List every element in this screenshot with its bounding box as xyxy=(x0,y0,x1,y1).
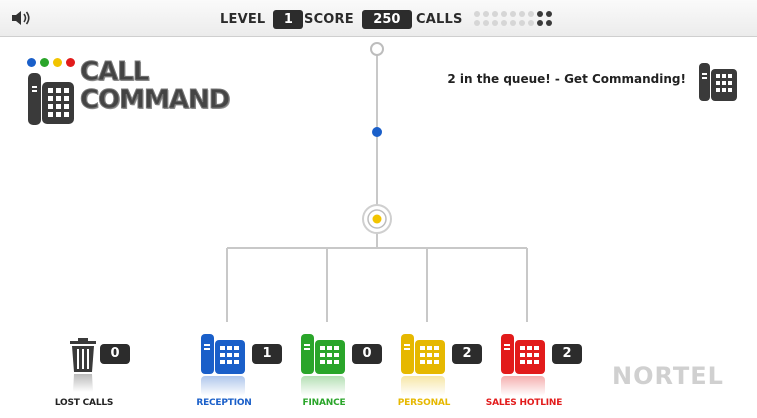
personal-label: PERSONAL xyxy=(397,398,451,408)
calls-label: CALLS xyxy=(416,11,463,27)
sales-hotline-label: SALES HOTLINE xyxy=(485,398,563,408)
logo-dot xyxy=(53,58,62,67)
logo-dot xyxy=(66,58,75,67)
finance-count: 0 xyxy=(352,344,382,364)
dept-reception[interactable] xyxy=(200,333,246,401)
call-dot xyxy=(518,20,525,26)
logo-phone-icon xyxy=(28,73,74,125)
sales-hotline-count: 2 xyxy=(552,344,582,364)
call-dot xyxy=(500,11,507,17)
call-dot xyxy=(509,11,516,17)
level-label: LEVEL xyxy=(220,11,266,27)
dept-personal[interactable] xyxy=(400,333,446,401)
call-dot xyxy=(527,11,534,17)
call-dot xyxy=(500,20,507,26)
call-dot xyxy=(518,11,525,17)
dept-sales-hotline[interactable] xyxy=(500,333,546,401)
game-logo: CALL COMMAND xyxy=(79,57,230,115)
switch-node[interactable] xyxy=(362,204,392,234)
finance-label: FINANCE xyxy=(302,398,346,408)
logo-dot xyxy=(40,58,49,67)
call-dot xyxy=(509,20,516,26)
call-entry-node xyxy=(370,42,384,56)
call-dot xyxy=(482,11,489,17)
logo-dot xyxy=(27,58,36,67)
call-dot xyxy=(482,20,489,26)
phone-icon xyxy=(401,334,445,396)
call-dot xyxy=(491,11,498,17)
trash-can-icon xyxy=(70,338,96,392)
nortel-logo: NORTEL xyxy=(612,362,724,390)
top-bar: LEVEL 1 SCORE 250 CALLS xyxy=(0,0,757,37)
score-value: 250 xyxy=(361,9,412,29)
sound-icon[interactable] xyxy=(10,9,32,27)
call-dot xyxy=(473,20,480,26)
calls-display: CALLS xyxy=(416,9,554,29)
phone-icon xyxy=(301,334,345,396)
logo-line2: COMMAND xyxy=(79,85,230,115)
reception-label: RECEPTION xyxy=(196,398,252,408)
dept-finance[interactable] xyxy=(300,333,346,401)
call-dot xyxy=(491,20,498,26)
call-dot xyxy=(527,20,534,26)
level-display: LEVEL 1 xyxy=(220,9,304,29)
reception-count: 1 xyxy=(252,344,282,364)
logo-line1: CALL xyxy=(79,57,149,87)
call-dot xyxy=(545,20,552,26)
personal-count: 2 xyxy=(452,344,482,364)
phone-icon xyxy=(501,334,545,396)
queue-phone-icon xyxy=(699,63,737,101)
score-display: SCORE 250 xyxy=(304,9,412,29)
phone-icon xyxy=(201,334,245,396)
queue-message: 2 in the queue! - Get Commanding! xyxy=(447,72,686,86)
call-dot xyxy=(536,20,543,26)
call-dot xyxy=(536,11,543,17)
lost-calls-label: LOST CALLS xyxy=(54,398,114,408)
lost-calls-count: 0 xyxy=(100,344,130,364)
score-label: SCORE xyxy=(304,11,354,27)
logo-color-dots xyxy=(27,58,75,67)
incoming-call-ball xyxy=(372,127,382,137)
call-dot xyxy=(473,11,480,17)
call-dot xyxy=(545,11,552,17)
calls-remaining-indicator xyxy=(473,10,554,28)
level-value: 1 xyxy=(273,9,304,29)
